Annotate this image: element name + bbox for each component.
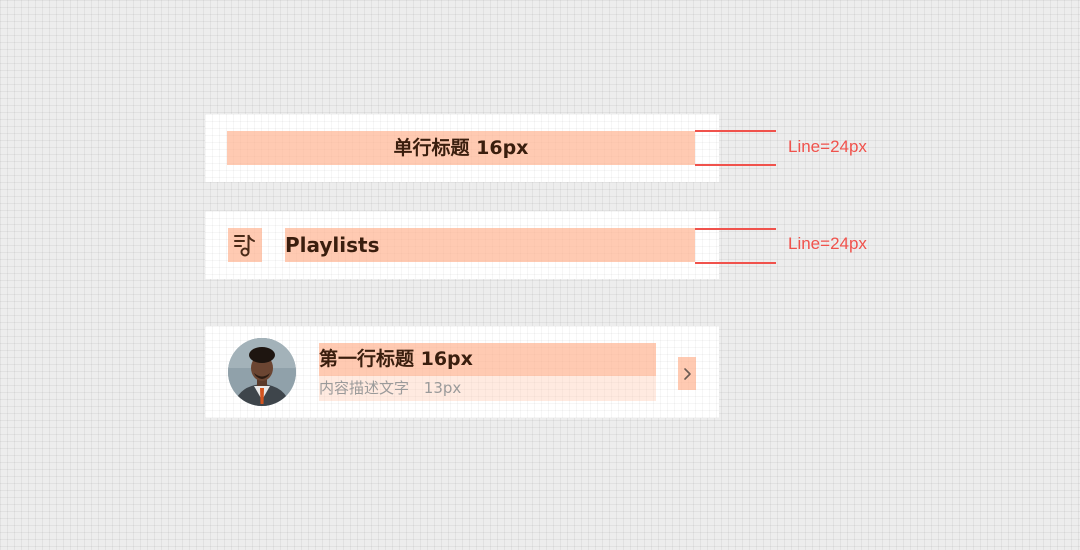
line-height-top-marker	[695, 130, 776, 132]
list-item-description: 内容描述文字 13px	[319, 376, 461, 401]
line-height-bottom-marker	[695, 164, 776, 166]
line-height-annotation: Line=24px	[788, 137, 867, 156]
title-line-highlight	[319, 343, 656, 376]
list-item-title: 第一行标题 16px	[319, 348, 473, 370]
playlists-title: Playlists	[285, 233, 380, 257]
single-line-card[interactable]: 单行标题 16px	[205, 114, 719, 182]
two-line-list-item[interactable]: 第一行标题 16px 内容描述文字 13px	[205, 326, 719, 418]
description-text: 内容描述文字	[319, 379, 410, 397]
single-line-title: 单行标题 16px	[393, 137, 529, 159]
line-height-top-marker	[695, 228, 776, 230]
title-line-highlight	[227, 131, 695, 165]
playlists-card[interactable]: Playlists	[205, 211, 719, 279]
chevron-highlight	[678, 357, 696, 390]
line-height-annotation: Line=24px	[788, 234, 867, 253]
description-size-label: 13px	[423, 379, 462, 397]
music-playlist-icon	[234, 234, 255, 257]
line-height-bottom-marker	[695, 262, 776, 264]
user-avatar-photo	[228, 338, 296, 406]
chevron-right-icon[interactable]	[681, 367, 693, 381]
title-line-highlight	[285, 228, 695, 262]
description-line-highlight	[319, 376, 656, 401]
